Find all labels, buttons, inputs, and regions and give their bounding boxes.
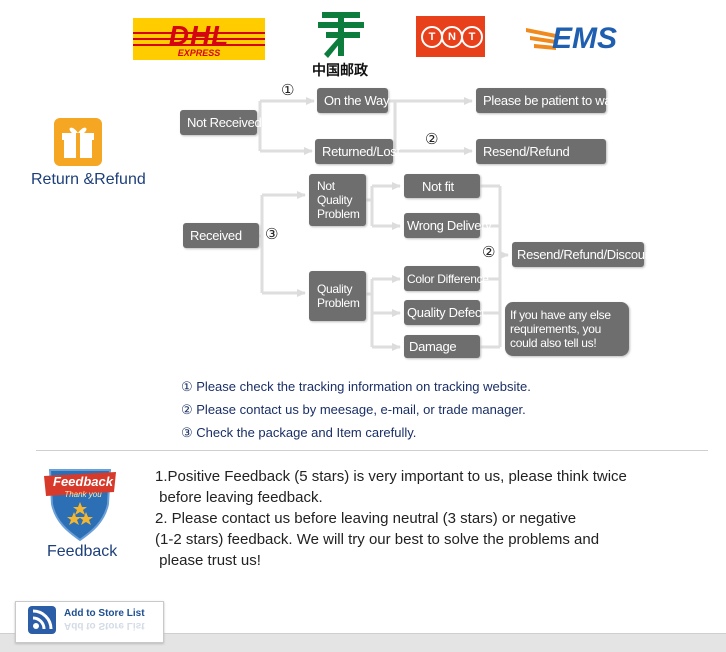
dhl-logo-sub: EXPRESS bbox=[177, 48, 221, 58]
flow-connectors bbox=[257, 97, 518, 351]
step-marker-3: ③ bbox=[265, 225, 279, 243]
node-color-difference: Color Difference bbox=[404, 266, 489, 291]
feedback-line-5: please trust us! bbox=[155, 552, 261, 569]
dhl-logo-word: DHL bbox=[168, 20, 230, 51]
section-divider bbox=[36, 450, 708, 451]
note-3: ③ Check the package and Item carefully. bbox=[181, 425, 417, 440]
store-button-label-reflection: Add to Store List bbox=[64, 620, 145, 631]
note-1: ① Please check the tracking information … bbox=[181, 379, 531, 394]
node-resend-refund-discount: Resend/Refund/Discount bbox=[512, 242, 655, 267]
node-quality-problem: Quality Problem bbox=[309, 271, 366, 321]
node-not-received: Not Received bbox=[180, 110, 262, 135]
note-2: ② Please contact us by meesage, e-mail, … bbox=[181, 402, 526, 417]
step-marker-2a: ② bbox=[425, 130, 439, 148]
node-on-the-way: On the Way bbox=[317, 88, 389, 113]
add-to-store-list-button[interactable]: Add to Store List Add to Store List bbox=[15, 601, 164, 643]
feedback-line-1: 1.Positive Feedback (5 stars) is very im… bbox=[155, 468, 627, 485]
rss-icon bbox=[28, 606, 56, 634]
ems-wing-icon bbox=[526, 28, 556, 50]
store-button-label: Add to Store List bbox=[64, 608, 145, 619]
feedback-badge-sub: Thank you bbox=[64, 490, 102, 499]
feedback-line-4: (1-2 stars) feedback. We will try our be… bbox=[155, 531, 600, 548]
node-damage: Damage bbox=[404, 335, 480, 358]
step-marker-2b: ② bbox=[482, 243, 496, 261]
node-not-fit: Not fit bbox=[404, 174, 480, 198]
feedback-line-2: before leaving feedback. bbox=[155, 489, 323, 506]
ems-logo: EMS bbox=[552, 22, 618, 55]
node-resend-refund: Resend/Refund bbox=[476, 139, 606, 164]
node-received: Received bbox=[183, 223, 259, 248]
gift-icon bbox=[54, 118, 102, 166]
node-please-wait: Please be patient to wait bbox=[476, 88, 617, 113]
node-wrong-delivery: Wrong Delivery bbox=[404, 213, 492, 238]
step-marker-1: ① bbox=[281, 81, 295, 99]
china-post-label: 中国邮政 bbox=[312, 63, 368, 79]
node-returned-lost: Returned/Lost bbox=[315, 139, 400, 164]
feedback-line-3: 2. Please contact us before leaving neut… bbox=[155, 510, 577, 527]
node-quality-defect: Quality Defect bbox=[404, 300, 485, 325]
speech-bubble-else-requirements: If you have any else requirements, you c… bbox=[505, 302, 629, 356]
feedback-badge-icon bbox=[44, 469, 116, 542]
feedback-badge-title: Feedback bbox=[53, 474, 113, 489]
tnt-letter-t2: T bbox=[461, 26, 483, 48]
dhl-logo: DHL EXPRESS bbox=[133, 18, 265, 60]
feedback-label: Feedback bbox=[47, 543, 118, 560]
node-not-quality-problem: Not Quality Problem bbox=[309, 174, 366, 226]
return-refund-label: Return &Refund bbox=[31, 171, 146, 188]
bottom-bar bbox=[0, 633, 726, 652]
tnt-logo: T N T bbox=[416, 16, 485, 57]
china-post-logo bbox=[318, 12, 364, 58]
